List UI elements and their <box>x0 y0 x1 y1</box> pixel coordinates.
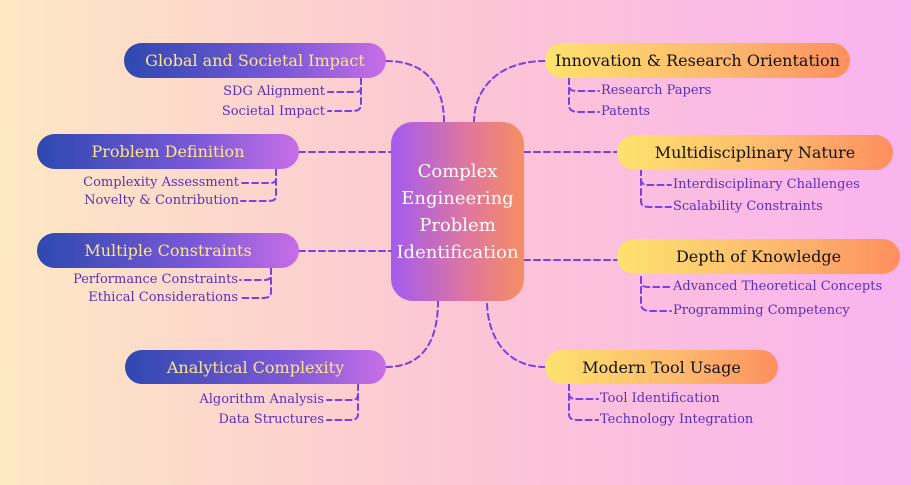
branch-innovation-research: Innovation & Research Orientation <box>545 43 850 78</box>
branch-label: Multiple Constraints <box>84 241 252 260</box>
sub-societal-impact: Societal Impact <box>221 104 325 119</box>
sub-sdg-alignment: SDG Alignment <box>223 84 325 99</box>
central-line-1: Complex <box>417 160 498 182</box>
child-connector-complexity <box>240 168 277 184</box>
child-connector-interdisciplinary <box>640 168 672 186</box>
connector-analytical-complexity <box>385 300 439 368</box>
sub-novelty-contribution: Novelty & Contribution <box>84 193 239 208</box>
branch-problem-definition: Problem Definition <box>37 134 299 169</box>
child-connector-patents <box>568 77 600 113</box>
sub-performance-constraints: Performance Constraints <box>73 272 238 287</box>
child-connector-tech-integration <box>568 383 599 421</box>
child-connector-ethical <box>239 267 272 299</box>
connector-innovation <box>473 60 546 123</box>
sub-algorithm-analysis: Algorithm Analysis <box>199 392 324 407</box>
connector-modern-tools <box>486 300 546 368</box>
branch-depth-of-knowledge: Depth of Knowledge <box>617 239 900 274</box>
sub-scalability-constraints: Scalability Constraints <box>673 199 823 214</box>
branch-label: Problem Definition <box>91 142 245 161</box>
central-line-2: Engineering <box>401 187 514 209</box>
branch-global-societal-impact: Global and Societal Impact <box>124 43 386 78</box>
branch-label: Innovation & Research Orientation <box>555 51 840 70</box>
branch-multiple-constraints: Multiple Constraints <box>37 233 299 268</box>
sub-technology-integration: Technology Integration <box>600 412 754 427</box>
central-line-3: Problem <box>419 214 496 236</box>
branch-label: Analytical Complexity <box>166 357 345 377</box>
child-connector-research <box>568 77 600 92</box>
child-connector-advanced <box>640 276 672 288</box>
child-connector-programming <box>640 276 672 312</box>
sub-programming-competency: Programming Competency <box>673 303 850 318</box>
child-connector-scalability <box>640 168 672 208</box>
child-connector-societal <box>327 77 362 112</box>
branch-label: Multidisciplinary Nature <box>654 143 856 162</box>
sub-research-papers: Research Papers <box>601 83 712 98</box>
central-line-4: Identification <box>396 241 519 263</box>
child-connector-performance <box>239 267 272 281</box>
sub-complexity-assessment: Complexity Assessment <box>83 175 239 190</box>
sub-patents: Patents <box>601 104 651 119</box>
sub-ethical-considerations: Ethical Considerations <box>88 290 238 305</box>
sub-tool-identification: Tool Identification <box>600 391 720 406</box>
branch-multidisciplinary-nature: Multidisciplinary Nature <box>617 135 893 170</box>
branch-label: Global and Societal Impact <box>145 51 365 70</box>
sub-advanced-theoretical-concepts: Advanced Theoretical Concepts <box>673 279 883 294</box>
sub-interdisciplinary-challenges: Interdisciplinary Challenges <box>673 177 860 192</box>
child-connector-novelty <box>240 168 277 202</box>
connector-global-impact <box>385 60 445 123</box>
child-connector-tool-id <box>568 383 599 400</box>
child-connector-algorithm <box>326 383 359 401</box>
sub-data-structures: Data Structures <box>218 412 324 427</box>
branch-analytical-complexity: Analytical Complexity <box>125 350 386 384</box>
branch-modern-tool-usage: Modern Tool Usage <box>545 350 778 384</box>
branch-label: Depth of Knowledge <box>675 247 842 266</box>
central-node: Complex Engineering Problem Identificati… <box>391 122 524 301</box>
child-connector-sdg <box>327 77 362 93</box>
branch-label: Modern Tool Usage <box>582 357 741 377</box>
child-connector-datastruct <box>326 383 359 421</box>
